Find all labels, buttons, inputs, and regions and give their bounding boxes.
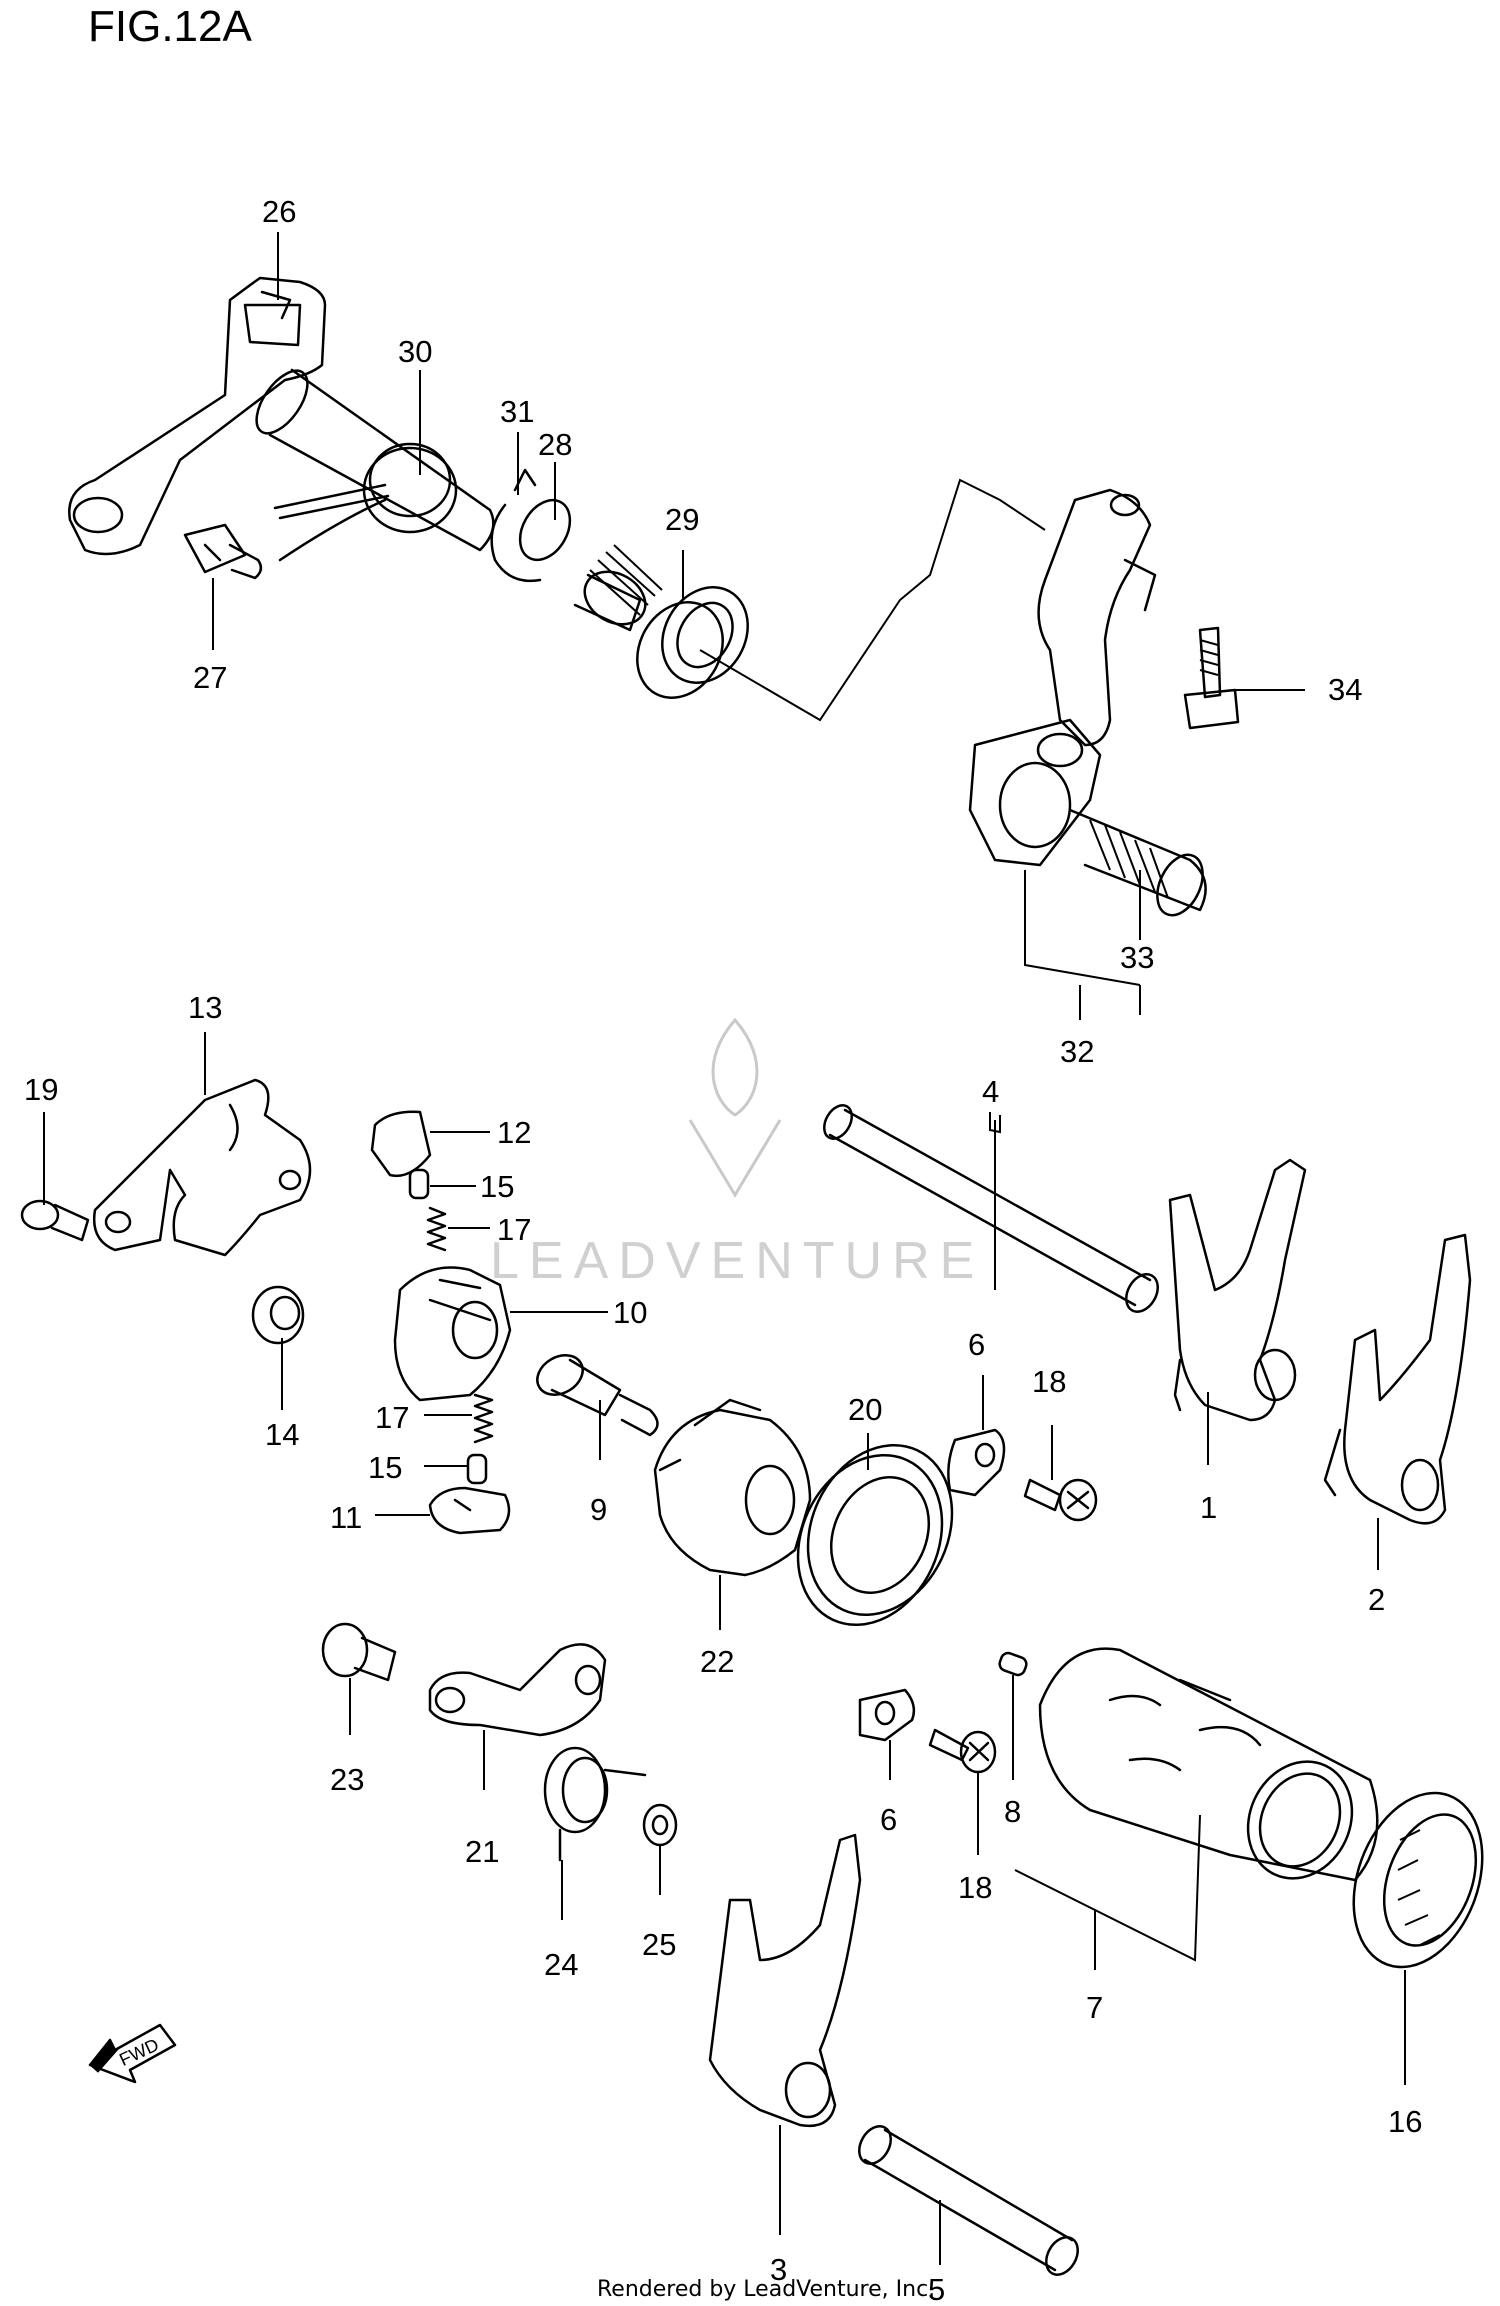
part-12-pawl bbox=[370, 1110, 432, 1178]
part-22-cam-driven-gear bbox=[653, 1398, 812, 1577]
callout-9: 9 bbox=[590, 1492, 607, 1527]
callout-17-upper: 17 bbox=[497, 1212, 531, 1247]
fwd-arrow-icon: FWD bbox=[88, 2023, 177, 2084]
callout-3: 3 bbox=[770, 2252, 787, 2287]
callout-21: 21 bbox=[465, 1834, 499, 1869]
part-20-bearing bbox=[796, 1443, 954, 1627]
callout-5: 5 bbox=[928, 2272, 945, 2306]
part-10-cam-driven-gear bbox=[393, 1266, 512, 1402]
part-3-shift-fork bbox=[708, 1833, 862, 2128]
part-6-stopper-lower bbox=[858, 1688, 916, 1742]
callout-15-upper: 15 bbox=[480, 1169, 514, 1204]
callout-2: 2 bbox=[1368, 1582, 1385, 1617]
part-15-pin-upper bbox=[408, 1168, 430, 1200]
callout-27: 27 bbox=[193, 660, 227, 695]
part-29-oil-seal bbox=[636, 586, 749, 699]
part-19-screw bbox=[20, 1199, 90, 1242]
callout-30: 30 bbox=[398, 334, 432, 369]
callout-12: 12 bbox=[497, 1115, 531, 1150]
part-4-fork-shaft bbox=[823, 1104, 1159, 1313]
callout-34: 34 bbox=[1328, 672, 1362, 707]
callout-19: 19 bbox=[24, 1072, 58, 1107]
watermark-text: LEADVENTURE bbox=[490, 1232, 984, 1290]
part-17-spring-upper bbox=[426, 1206, 447, 1252]
figure-title: FIG.12A bbox=[88, 2, 252, 51]
part-15-pin-lower bbox=[466, 1453, 488, 1485]
part-25-washer bbox=[642, 1803, 678, 1847]
part-27-bolt bbox=[183, 523, 263, 580]
callout-18-lower: 18 bbox=[958, 1870, 992, 1905]
callout-4: 4 bbox=[982, 1074, 999, 1109]
callout-14: 14 bbox=[265, 1417, 299, 1452]
part-9-cam-pin bbox=[536, 1354, 659, 1437]
callout-6-lower: 6 bbox=[880, 1802, 897, 1837]
callout-31: 31 bbox=[500, 394, 534, 429]
part-31-circlip bbox=[490, 468, 542, 583]
callout-28: 28 bbox=[538, 427, 572, 462]
callout-13: 13 bbox=[188, 990, 222, 1025]
callout-10: 10 bbox=[613, 1295, 647, 1330]
callout-1: 1 bbox=[1200, 1490, 1217, 1525]
part-11-pawl bbox=[428, 1486, 511, 1535]
footer-credit: Rendered by LeadVenture, Inc. bbox=[597, 2277, 935, 2302]
part-18-screw-upper bbox=[1023, 1478, 1098, 1522]
callout-11: 11 bbox=[330, 1500, 362, 1535]
callout-22: 22 bbox=[700, 1644, 734, 1679]
part-18-screw-lower bbox=[928, 1728, 997, 1774]
callout-26: 26 bbox=[262, 194, 296, 229]
callout-16: 16 bbox=[1388, 2104, 1422, 2139]
callout-24: 24 bbox=[544, 1947, 578, 1982]
callout-20: 20 bbox=[848, 1392, 882, 1427]
callout-labels: 26 30 31 28 29 27 34 33 32 13 19 12 15 1… bbox=[24, 194, 1422, 2306]
part-21-pawl-lifter bbox=[428, 1643, 607, 1737]
part-7-gearshift-cam bbox=[1038, 1647, 1379, 1882]
callout-7: 7 bbox=[1086, 1990, 1103, 2025]
callout-17-lower: 17 bbox=[375, 1400, 409, 1435]
part-34-bolt bbox=[1183, 626, 1240, 730]
part-14-bushing bbox=[251, 1285, 305, 1345]
part-23-bolt bbox=[321, 1622, 397, 1682]
callout-8: 8 bbox=[1004, 1794, 1021, 1829]
part-2-shift-fork bbox=[1323, 1233, 1472, 1525]
callout-15-lower: 15 bbox=[368, 1450, 402, 1485]
part-6-stopper-upper bbox=[947, 1428, 1006, 1497]
part-16-bearing bbox=[1352, 1791, 1484, 1969]
part-17-spring-lower bbox=[473, 1393, 494, 1444]
part-32-shift-arm-assembly bbox=[968, 488, 1207, 917]
part-5-fork-shaft bbox=[858, 2125, 1079, 2276]
part-28-washer bbox=[518, 498, 572, 562]
callout-25: 25 bbox=[642, 1927, 676, 1962]
part-26-shift-lever bbox=[68, 276, 327, 556]
part-30-gearshift-shaft bbox=[255, 368, 663, 632]
leader-lines bbox=[43, 232, 1406, 2265]
callout-33: 33 bbox=[1120, 940, 1154, 975]
callout-18-upper: 18 bbox=[1032, 1364, 1066, 1399]
part-24-return-spring bbox=[543, 1746, 647, 1862]
part-1-shift-fork bbox=[1168, 1158, 1307, 1422]
callout-32: 32 bbox=[1060, 1034, 1094, 1069]
callout-23: 23 bbox=[330, 1762, 364, 1797]
part-8-pin bbox=[998, 1651, 1028, 1677]
part-13-stopper-plate bbox=[92, 1078, 312, 1257]
callout-6-upper: 6 bbox=[968, 1327, 985, 1362]
watermark-logo: LEADVENTURE bbox=[490, 1017, 984, 1290]
callout-29: 29 bbox=[665, 502, 699, 537]
